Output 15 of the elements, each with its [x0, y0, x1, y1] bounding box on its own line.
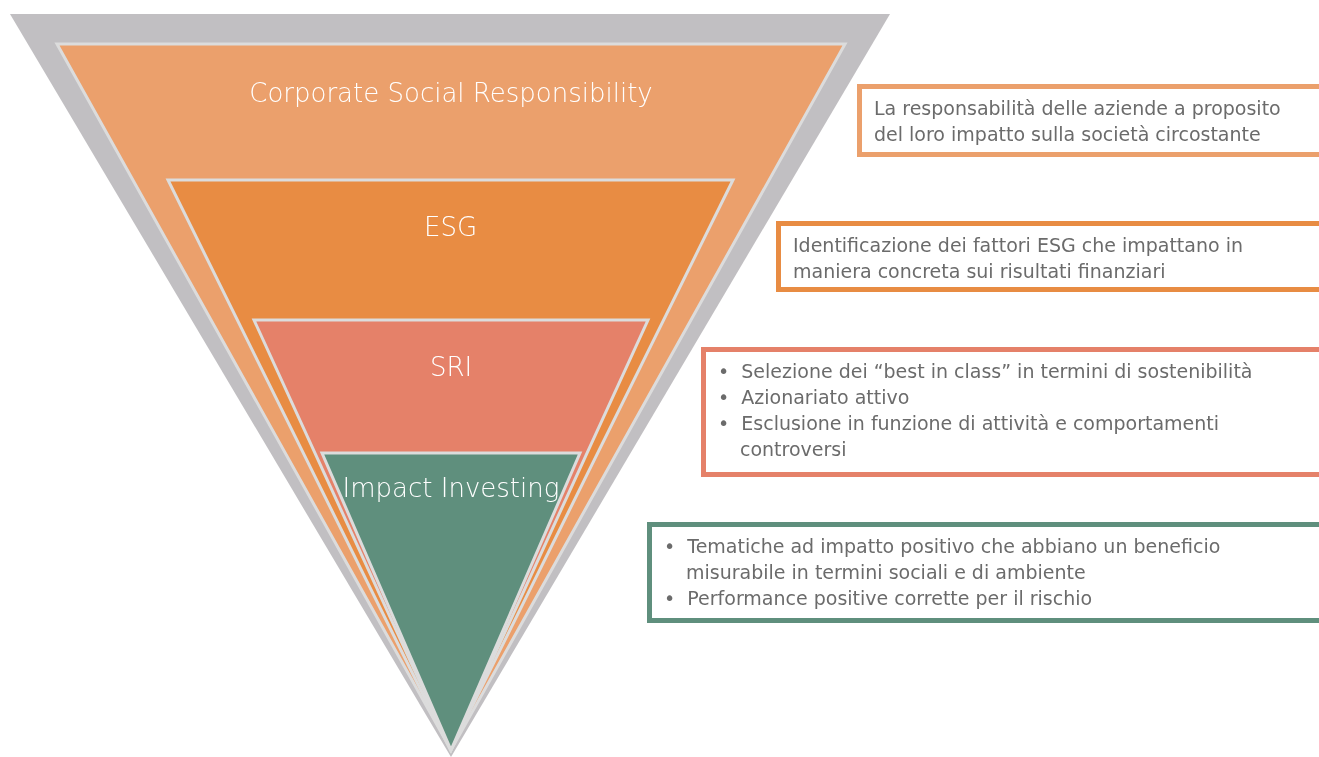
- description-box: [776, 221, 1319, 292]
- layer-title: Impact Investing: [342, 473, 560, 503]
- layer-title: SRI: [429, 352, 473, 382]
- description-text: Identificazione dei fattori ESG che impattano in maniera concreta sui risultati finanziari: [793, 233, 1244, 284]
- bullet-item: • Esclusione in funzione di attività e comportamenti controversi: [718, 411, 1221, 462]
- bullet-item: • Azionariato attivo: [718, 385, 911, 410]
- description-box: [857, 84, 1319, 157]
- description-box: [647, 522, 1319, 623]
- layer-title: ESG: [423, 212, 478, 242]
- description-box: [701, 347, 1319, 477]
- bullet-item: • Performance positive corrette per il rischio: [664, 586, 1094, 611]
- bullet-item: • Selezione dei “best in class” in termini di sostenibilità: [718, 359, 1254, 384]
- description-text: La responsabilità delle aziende a proposito del loro impatto sulla società circostante: [874, 96, 1282, 147]
- bullet-item: • Tematiche ad impatto positivo che abbiano un beneficio misurabile in termini sociali e di ambiente: [664, 534, 1222, 585]
- layer-title: Corporate Social Responsibility: [249, 78, 653, 108]
